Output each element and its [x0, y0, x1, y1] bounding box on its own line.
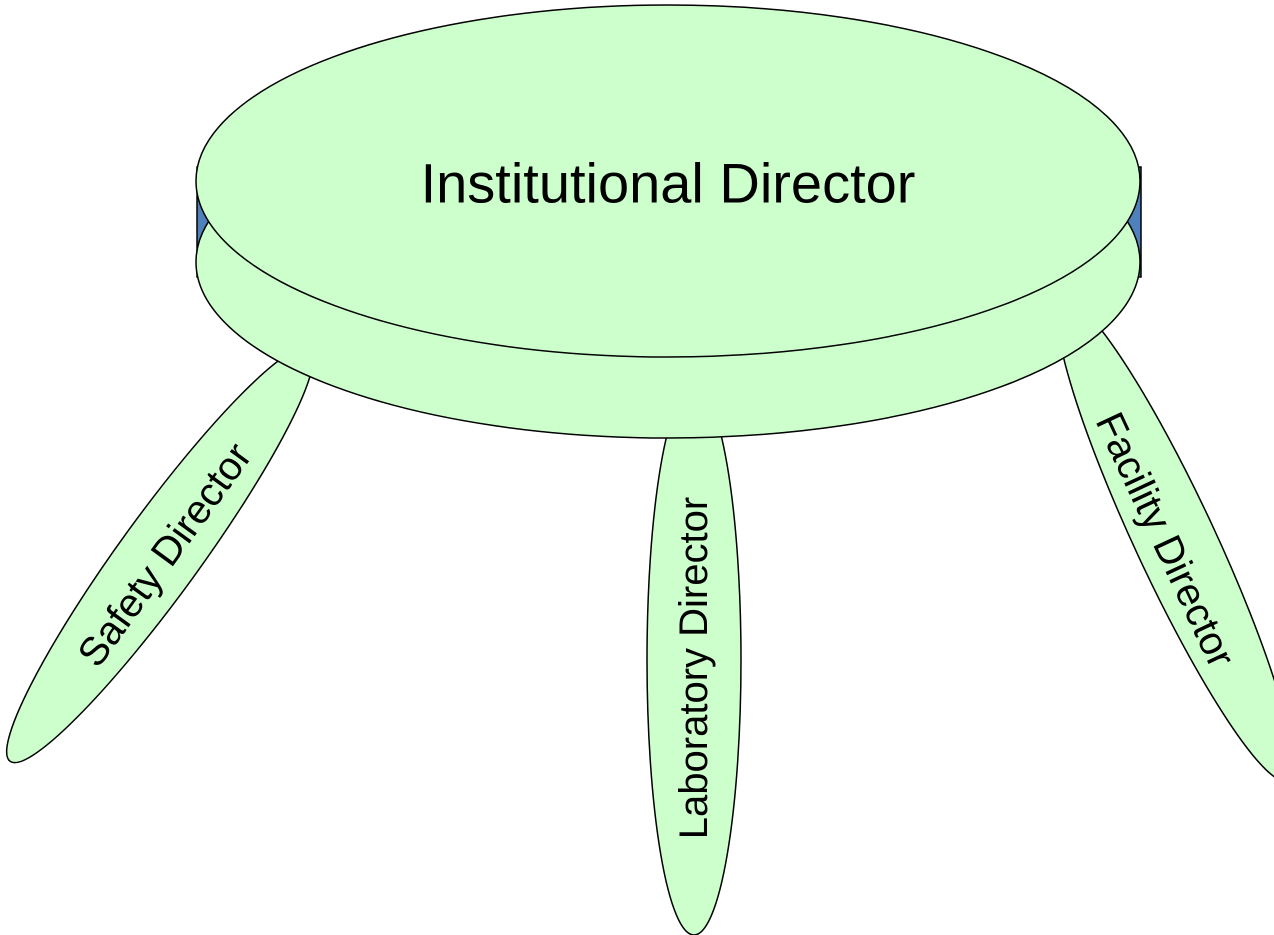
leg-right: Facility Director — [1056, 298, 1274, 782]
leg-center-label: Laboratory Director — [672, 497, 716, 839]
leg-left: Safety Director — [5, 346, 315, 764]
leg-center: Laboratory Director — [646, 384, 742, 935]
seat-label: Institutional Director — [421, 152, 916, 215]
seat-top-disc — [195, 4, 1141, 358]
seat: Institutional Director — [195, 4, 1142, 439]
leg-left-label: Safety Director — [69, 435, 260, 675]
